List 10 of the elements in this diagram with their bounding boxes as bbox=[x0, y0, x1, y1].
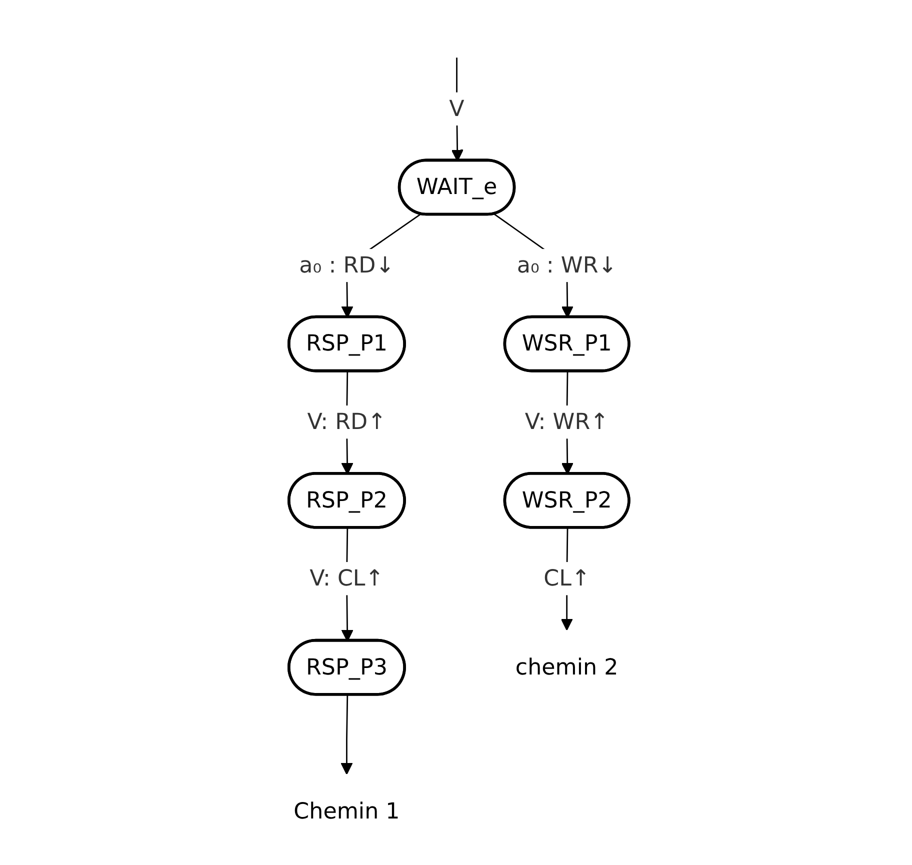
edge-label: CL↑ bbox=[544, 564, 590, 592]
edge-label: V: CL↑ bbox=[310, 564, 384, 592]
edge-label: a₀ : RD↓ bbox=[299, 252, 394, 278]
node-text: chemin 2 bbox=[515, 654, 618, 680]
edge-label: V bbox=[449, 95, 464, 122]
arrow bbox=[340, 695, 353, 775]
edge-label: a₀ : WR↓ bbox=[516, 252, 617, 278]
node-text: Chemin 1 bbox=[294, 798, 400, 824]
edge-label: V: RD↑ bbox=[307, 408, 386, 435]
edge-label: V: WR↑ bbox=[524, 408, 609, 435]
